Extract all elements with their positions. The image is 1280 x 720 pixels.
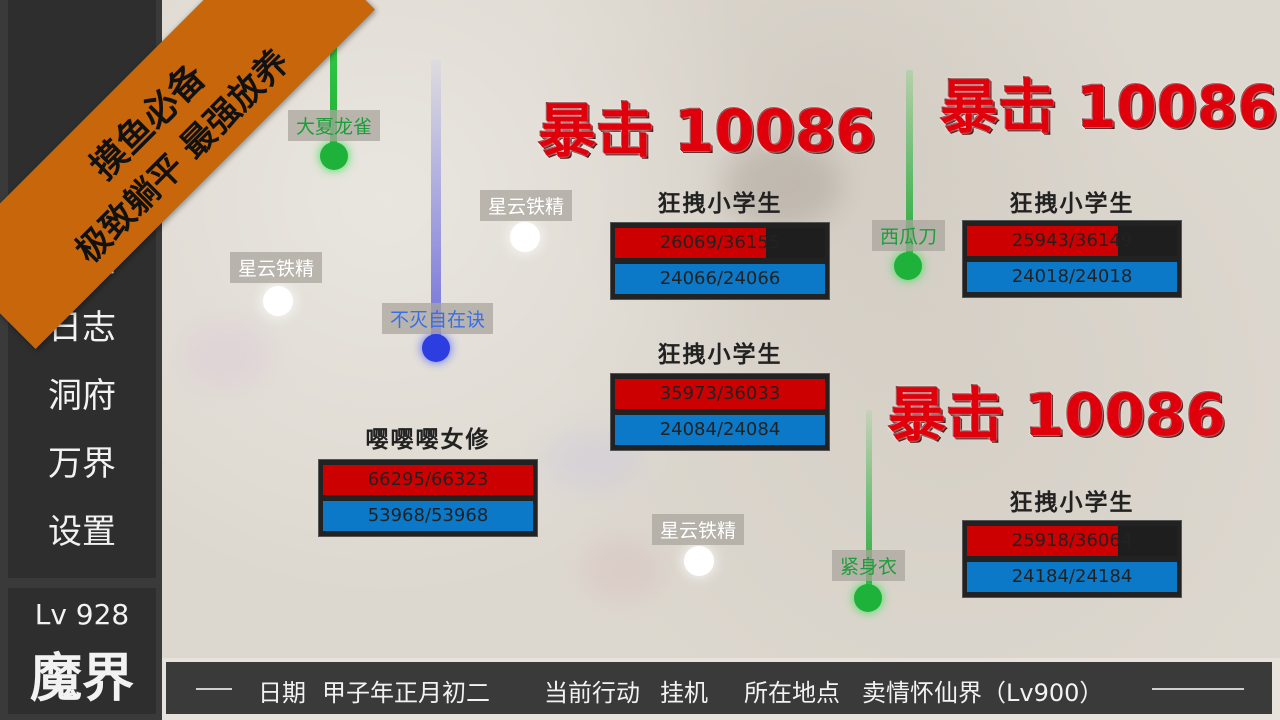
mp-text: 53968/53968 xyxy=(367,505,489,526)
enemy-name: 狂拽小学生 xyxy=(657,190,783,217)
hp-text: 26069/36155 xyxy=(659,232,781,253)
divider xyxy=(196,688,232,690)
mp-bar: 24066/24066 xyxy=(615,264,825,294)
mp-bar: 24018/24018 xyxy=(967,262,1177,292)
mp-text: 24084/24084 xyxy=(659,419,781,440)
loot-tag[interactable]: 紧身衣 xyxy=(832,550,906,581)
loot-beam xyxy=(431,60,441,350)
player-level: Lv 928 xyxy=(34,598,130,631)
loot-orb xyxy=(684,546,714,576)
hp-bar: 66295/66323 xyxy=(323,465,533,495)
enemy-bars[interactable]: 25943/36149 24018/24018 xyxy=(962,220,1182,298)
loot-tag[interactable]: 不灭自在诀 xyxy=(382,303,494,334)
status-bar: 日期 甲子年正月初二 当前行动 挂机 所在地点 卖情怀仙界（Lv900） xyxy=(166,662,1272,714)
battlefield xyxy=(162,0,1280,658)
loot-tag[interactable]: 星云铁精 xyxy=(480,190,573,221)
divider xyxy=(1152,688,1244,690)
enemy-bars[interactable]: 26069/36155 24066/24066 xyxy=(610,222,830,300)
loot-orb xyxy=(263,286,293,316)
enemy-bars[interactable]: 25918/36064 24184/24184 xyxy=(962,520,1182,598)
player-realm: 魔界 xyxy=(29,648,134,709)
loot-orb xyxy=(422,334,450,362)
menu-item-realms[interactable]: 万界 xyxy=(48,444,116,484)
enemy-bars[interactable]: 35973/36033 24084/24084 xyxy=(610,373,830,451)
loot-tag[interactable]: 星云铁精 xyxy=(230,252,323,283)
action-value: 挂机 xyxy=(660,679,708,707)
mp-text: 24018/24018 xyxy=(1011,266,1133,287)
enemy-name: 狂拽小学生 xyxy=(1009,489,1135,516)
location-value: 卖情怀仙界（Lv900） xyxy=(862,679,1104,707)
mp-bar: 53968/53968 xyxy=(323,501,533,531)
loot-tag[interactable]: 西瓜刀 xyxy=(872,220,946,251)
loot-tag[interactable]: 星云铁精 xyxy=(652,514,745,545)
mp-text: 24066/24066 xyxy=(659,268,781,289)
hp-text: 25918/36064 xyxy=(1011,530,1133,551)
enemy-name: 狂拽小学生 xyxy=(1009,190,1135,217)
enemy-name: 嘤嘤嘤女修 xyxy=(365,426,491,453)
date-label: 日期 xyxy=(258,679,306,707)
loot-orb xyxy=(510,222,540,252)
menu-item-cave[interactable]: 洞府 xyxy=(48,376,116,416)
hp-bar: 25918/36064 xyxy=(967,526,1177,556)
action-label: 当前行动 xyxy=(544,679,640,707)
menu-item-1[interactable] xyxy=(8,12,156,72)
loot-beam xyxy=(330,0,337,160)
hp-text: 35973/36033 xyxy=(659,383,781,404)
hp-bar: 35973/36033 xyxy=(615,379,825,409)
player-level-panel[interactable]: Lv 928 魔界 xyxy=(8,588,156,714)
mp-bar: 24084/24084 xyxy=(615,415,825,445)
mp-bar: 24184/24184 xyxy=(967,562,1177,592)
mp-text: 24184/24184 xyxy=(1011,566,1133,587)
enemy-bars[interactable]: 66295/66323 53968/53968 xyxy=(318,459,538,537)
hp-bar: 26069/36155 xyxy=(615,228,825,258)
loot-orb xyxy=(854,584,882,612)
hp-text: 25943/36149 xyxy=(1011,230,1133,251)
hp-bar: 25943/36149 xyxy=(967,226,1177,256)
crit-popup: 暴击 10086 xyxy=(538,97,876,165)
date-value: 甲子年正月初二 xyxy=(322,679,490,707)
loot-orb xyxy=(894,252,922,280)
crit-popup: 暴击 10086 xyxy=(940,73,1278,141)
enemy-name: 狂拽小学生 xyxy=(657,341,783,368)
location-label: 所在地点 xyxy=(744,679,840,707)
loot-orb xyxy=(320,142,348,170)
crit-popup: 暴击 10086 xyxy=(888,381,1226,449)
loot-beam xyxy=(866,410,872,590)
menu-item-settings[interactable]: 设置 xyxy=(48,512,116,552)
loot-tag[interactable]: 大夏龙雀 xyxy=(288,110,381,141)
loot-beam xyxy=(906,70,913,260)
hp-text: 66295/66323 xyxy=(367,469,489,490)
